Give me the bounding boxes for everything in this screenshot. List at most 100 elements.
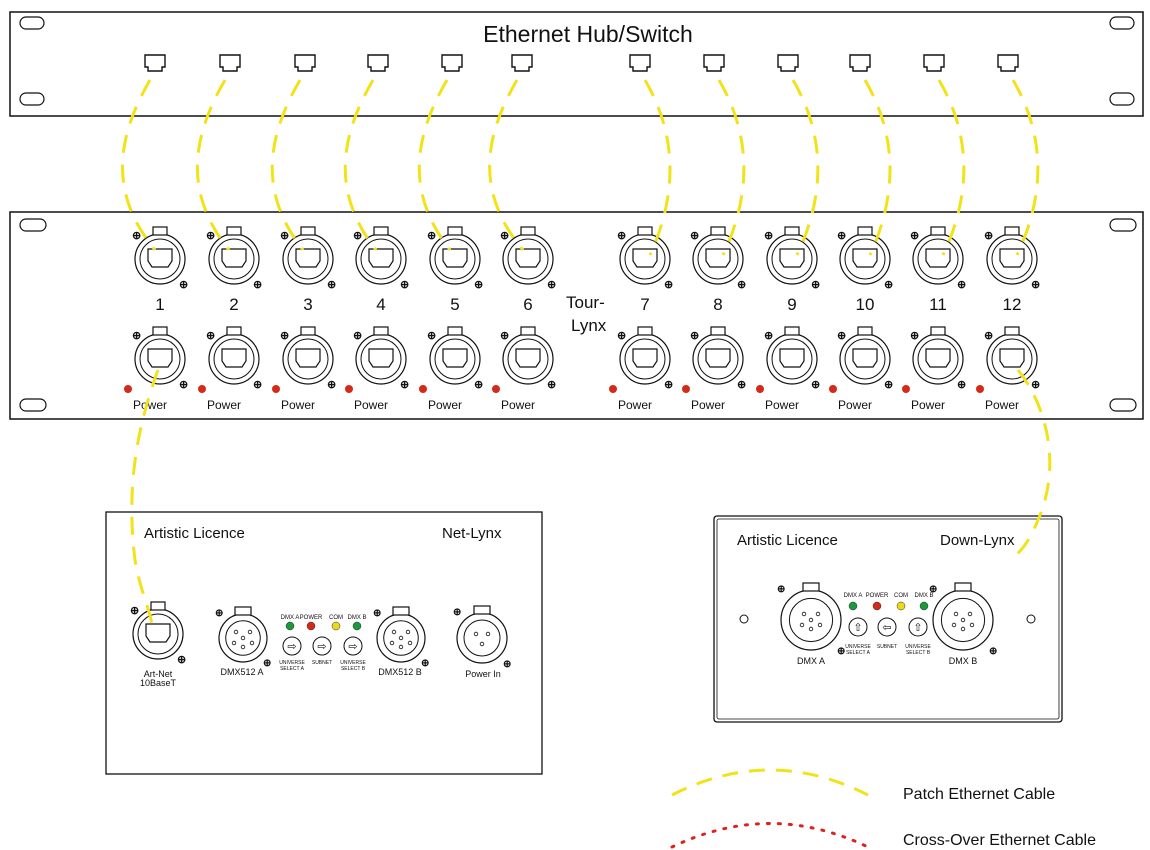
status-led: [848, 601, 858, 611]
rj45-socket-icon: [442, 248, 468, 268]
xlr-pin: [817, 622, 823, 628]
screw-icon: ⊕: [421, 658, 429, 669]
screw-icon: ⊕: [130, 605, 139, 617]
subnet-switch: ⇨: [312, 636, 332, 656]
patch-cable-5: [417, 79, 452, 251]
tourlynx-lower-port-6: ⊕⊕: [500, 326, 556, 391]
latch-tab: [473, 605, 491, 615]
downlynx-universe-b-line2: SELECT B: [906, 650, 931, 656]
xlr-pin: [969, 622, 975, 628]
arrow-icon: ⇦: [882, 622, 891, 634]
rj45-jack-icon: [441, 54, 463, 72]
rj45-socket-icon: [779, 248, 805, 268]
tourlynx-upper-port-3: ⊕⊕: [280, 226, 336, 291]
xlr-pin: [960, 617, 966, 623]
tourlynx-lower-port-4: ⊕⊕: [353, 326, 409, 391]
xlr-pin: [801, 611, 807, 617]
hub-port-5: [441, 54, 463, 72]
rotary-switch: [343, 636, 363, 656]
power-led: [682, 385, 690, 393]
legend-crossover-cable-sample: [670, 822, 870, 849]
xlr-pin: [233, 629, 239, 635]
screw-icon: ⊕: [989, 646, 997, 657]
hub-title: Ethernet Hub/Switch: [483, 21, 693, 47]
rj45-socket-icon: [925, 348, 951, 368]
power-led: [756, 385, 764, 393]
rj45-socket-icon: [221, 348, 247, 368]
tourlynx-lower-port-9: ⊕⊕: [764, 326, 820, 391]
power-led: [976, 385, 984, 393]
tourlynx-upper-port-7: ⊕⊕: [617, 226, 673, 291]
tourlynx-panel: Tour- Lynx ⊕⊕1⊕⊕Power⊕⊕2⊕⊕Power⊕⊕3⊕⊕Powe…: [9, 211, 1144, 420]
screw-icon: ⊕: [179, 279, 188, 291]
xlr-inner-ring: [788, 597, 834, 643]
netlynx-led-label-dmx-a: DMX A: [281, 615, 300, 621]
tourlynx-lower-port-3: ⊕⊕: [280, 326, 336, 391]
rj45-socket-icon: [632, 348, 658, 368]
netlynx-universe-a-line1: UNIVERSE: [279, 660, 305, 666]
tourlynx-lower-port-8: ⊕⊕: [690, 326, 746, 391]
rj45-socket-icon: [852, 348, 878, 368]
xlr-pin: [479, 641, 485, 647]
latch-tab: [637, 226, 653, 236]
latch-tab: [520, 226, 536, 236]
status-led: [331, 621, 341, 631]
rj45-jack-icon: [367, 54, 389, 72]
rj45-jack-icon: [219, 54, 241, 72]
rotary-switch: [848, 617, 868, 637]
netlynx-led-label-power: POWER: [300, 615, 323, 621]
hub-panel-frame: [9, 11, 1144, 117]
screw-icon: ⊕: [353, 330, 362, 342]
rj45-jack-icon: [294, 54, 316, 72]
rj45-socket-icon: [515, 248, 541, 268]
screw-icon: ⊕: [177, 654, 186, 666]
rj45-jack-icon: [629, 54, 651, 72]
mounting-hole: [739, 614, 749, 624]
screw-icon: ⊕: [910, 230, 919, 242]
screw-icon: ⊕: [737, 279, 746, 291]
tourlynx-lower-port-1: ⊕⊕: [132, 326, 188, 391]
dmx-b-connector: ⊕⊕: [929, 582, 997, 657]
screw-icon: ⊕: [253, 379, 262, 391]
screw-icon: ⊕: [474, 279, 483, 291]
tourlynx-lower-port-2: ⊕⊕: [206, 326, 262, 391]
subnet-switch: ⇦: [877, 617, 897, 637]
rj45-jack-icon: [997, 54, 1019, 72]
rotary-switch: [282, 636, 302, 656]
legend-patch-cable-sample: [671, 768, 869, 797]
xlr-pin: [407, 640, 413, 646]
screw-icon: ⊕: [837, 330, 846, 342]
screw-icon: ⊕: [500, 230, 509, 242]
port-number: 3: [303, 295, 312, 314]
netlynx-universe-b-line2: SELECT B: [341, 666, 366, 672]
screw-icon: ⊕: [884, 379, 893, 391]
tourlynx-lower-port-12: ⊕⊕: [984, 326, 1040, 391]
status-led: [285, 621, 295, 631]
hub-port-8: [703, 54, 725, 72]
power-led: [198, 385, 206, 393]
latch-tab: [930, 226, 946, 236]
tourlynx-upper-port-11: ⊕⊕: [910, 226, 966, 291]
downlynx-led-label-com: COM: [894, 593, 908, 599]
latch-tab: [1004, 326, 1020, 336]
rj45-socket-icon: [442, 348, 468, 368]
rj45-socket-icon: [852, 248, 878, 268]
arrow-icon: ⇨: [287, 641, 296, 653]
port-number: 8: [713, 295, 722, 314]
tourlynx-lower-port-11: ⊕⊕: [910, 326, 966, 391]
power-led: [345, 385, 353, 393]
power-label: Power: [691, 398, 725, 412]
patch-cable-12: [1011, 79, 1040, 256]
rj45-socket-icon: [632, 248, 658, 268]
screw-icon: ⊕: [400, 379, 409, 391]
patch-cable-7: [643, 79, 672, 256]
power-in-connector: ⊕⊕: [453, 605, 511, 670]
xlr-pin: [391, 629, 397, 635]
latch-tab: [392, 606, 410, 616]
tourlynx-upper-port-8: ⊕⊕: [690, 226, 746, 291]
tourlynx-port-group: ⊕⊕1⊕⊕Power⊕⊕2⊕⊕Power⊕⊕3⊕⊕Power⊕⊕4⊕⊕Power…: [124, 226, 1040, 412]
netlynx-dmx-a-label: DMX512 A: [220, 667, 263, 677]
rj45-socket-icon: [705, 348, 731, 368]
rj45-socket-icon: [295, 248, 321, 268]
screw-icon: ⊕: [206, 330, 215, 342]
